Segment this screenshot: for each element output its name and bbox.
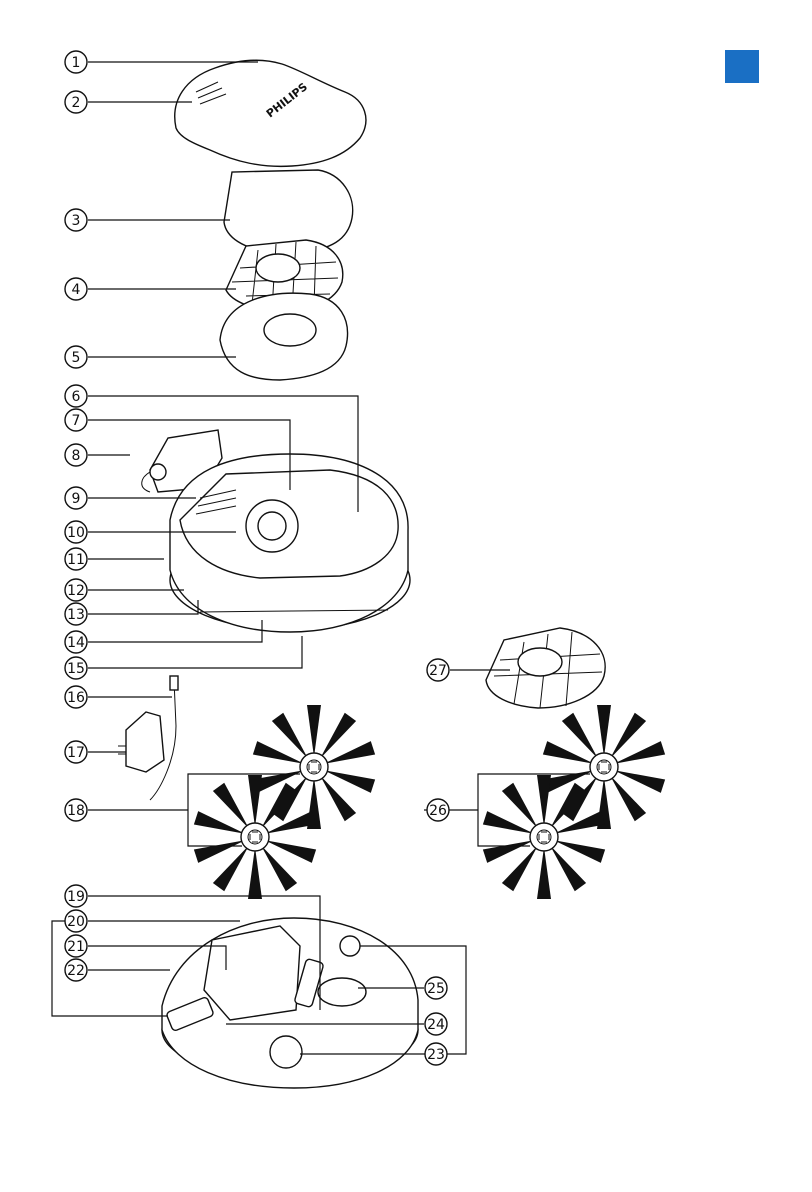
callout-22-label: 22 bbox=[67, 963, 85, 979]
callout-1-label: 1 bbox=[72, 55, 81, 71]
callout-26: 26 bbox=[427, 799, 449, 821]
callout-8: 8 bbox=[65, 444, 87, 466]
callout-1: 1 bbox=[65, 51, 87, 73]
callout-25: 25 bbox=[425, 977, 447, 999]
filter-frame bbox=[224, 170, 353, 252]
callout-6: 6 bbox=[65, 385, 87, 407]
callout-16: 16 bbox=[65, 686, 87, 708]
callout-4: 4 bbox=[65, 278, 87, 300]
callout-13: 13 bbox=[65, 603, 87, 625]
callout-9-label: 9 bbox=[72, 491, 81, 507]
callout-16-label: 16 bbox=[67, 690, 85, 706]
callout-21: 21 bbox=[65, 935, 87, 957]
callout-2-label: 2 bbox=[72, 95, 81, 111]
callout-10: 10 bbox=[65, 521, 87, 543]
callout-3-label: 3 bbox=[72, 213, 81, 229]
callout-10-label: 10 bbox=[67, 525, 85, 541]
callout-12: 12 bbox=[65, 579, 87, 601]
callout-17: 17 bbox=[65, 741, 87, 763]
callout-19: 19 bbox=[65, 885, 87, 907]
callout-24-label: 24 bbox=[427, 1017, 445, 1033]
callout-5: 5 bbox=[65, 346, 87, 368]
callout-15: 15 bbox=[65, 657, 87, 679]
callout-9: 9 bbox=[65, 487, 87, 509]
callout-21-label: 21 bbox=[67, 939, 85, 955]
callout-8-label: 8 bbox=[72, 448, 81, 464]
callout-6-label: 6 bbox=[72, 389, 81, 405]
callout-22: 22 bbox=[65, 959, 87, 981]
callout-19-label: 19 bbox=[67, 889, 85, 905]
callout-7-label: 7 bbox=[72, 413, 81, 429]
callout-25-label: 25 bbox=[427, 981, 445, 997]
callout-7: 7 bbox=[65, 409, 87, 431]
callout-23-label: 23 bbox=[427, 1047, 445, 1063]
callout-2: 2 bbox=[65, 91, 87, 113]
callout-23: 23 bbox=[425, 1043, 447, 1065]
callout-14-label: 14 bbox=[67, 635, 85, 651]
callout-20: 20 bbox=[65, 910, 87, 932]
callout-4-label: 4 bbox=[72, 282, 81, 298]
side-brushes-set-18 bbox=[194, 705, 375, 899]
callout-5-label: 5 bbox=[72, 350, 81, 366]
callout-27: 27 bbox=[427, 659, 449, 681]
callout-12-label: 12 bbox=[67, 583, 85, 599]
callout-18: 18 bbox=[65, 799, 87, 821]
callout-24: 24 bbox=[425, 1013, 447, 1035]
callout-20-label: 20 bbox=[67, 914, 85, 930]
callout-11-label: 11 bbox=[67, 552, 85, 568]
callout-13-label: 13 bbox=[67, 607, 85, 623]
callout-18-label: 18 bbox=[67, 803, 85, 819]
robot-underside bbox=[162, 918, 418, 1088]
side-brushes-set-26 bbox=[483, 705, 665, 899]
spare-filter bbox=[486, 628, 605, 708]
callout-27-label: 27 bbox=[429, 663, 447, 679]
callout-17-label: 17 bbox=[67, 745, 85, 761]
callout-3: 3 bbox=[65, 209, 87, 231]
callout-14: 14 bbox=[65, 631, 87, 653]
callout-11: 11 bbox=[65, 548, 87, 570]
top-cover: PHILIPS bbox=[175, 60, 366, 166]
dust-container bbox=[220, 293, 348, 380]
callout-15-label: 15 bbox=[67, 661, 85, 677]
charger-adapter bbox=[118, 676, 178, 800]
callout-26-label: 26 bbox=[429, 803, 447, 819]
